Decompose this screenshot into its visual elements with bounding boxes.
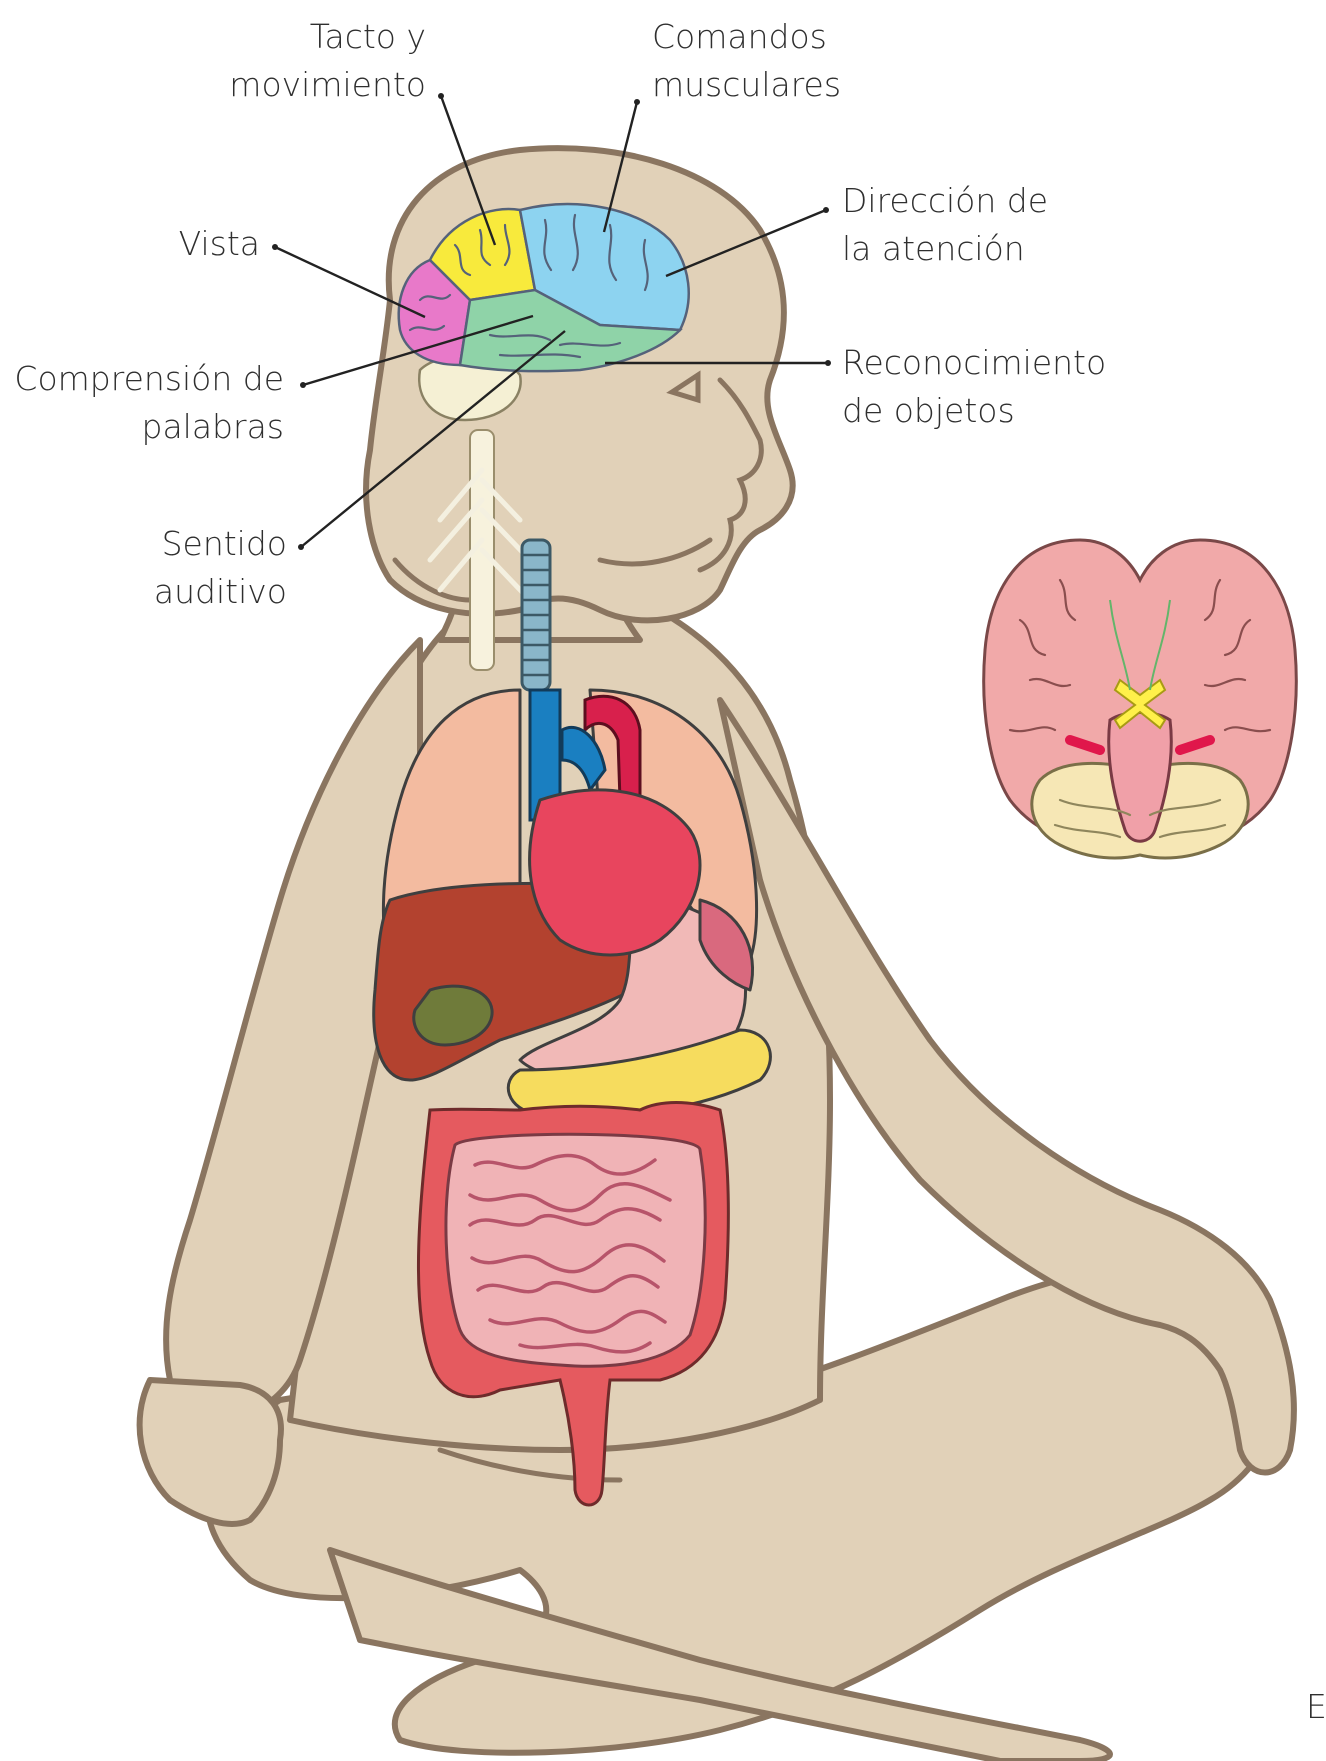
label-attention-line2: la atención [842, 229, 1025, 268]
label-attention-line1: Dirección de [842, 181, 1048, 220]
brain-inferior-view [984, 540, 1297, 858]
label-objects-line1: Reconocimiento [842, 343, 1106, 382]
label-touch-line2: movimiento [229, 65, 426, 104]
label-words-line1: Comprensión de [14, 359, 284, 398]
small-intestine [446, 1134, 705, 1366]
label-objects-line2: de objetos [842, 391, 1015, 430]
label-touch-line1: Tacto y [310, 17, 426, 56]
label-muscle-line2: musculares [652, 65, 841, 104]
label-hearing-line1: Sentido [162, 524, 287, 563]
label-muscle-line1: Comandos [652, 17, 827, 56]
label-corner-fragment: E [1306, 1687, 1326, 1726]
label-hearing-line2: auditivo [154, 572, 287, 611]
label-sight: Vista [179, 224, 260, 263]
label-words-line2: palabras [142, 407, 285, 446]
left-hand [140, 1380, 281, 1524]
trachea [522, 540, 550, 690]
